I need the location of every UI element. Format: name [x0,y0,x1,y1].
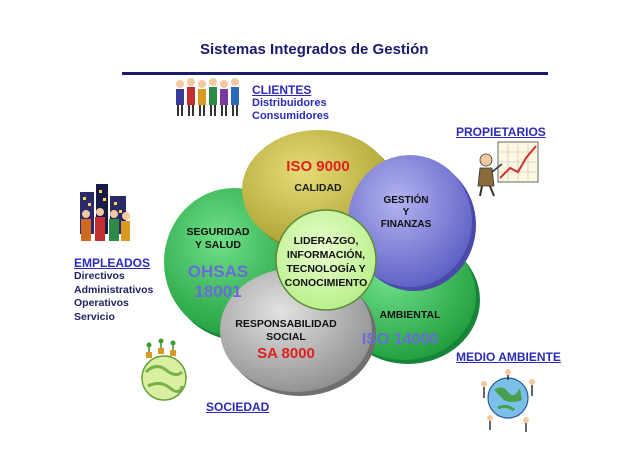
social-line-1: RESPONSABILIDAD [235,318,337,330]
center-line-3: TECNOLOGÍA Y [286,263,366,275]
center-label: LIDERAZGO, INFORMACIÓN, TECNOLOGÍA Y CON… [276,234,376,290]
center-line-1: LIDERAZGO, [293,235,359,247]
seguridad-line-1: SEGURIDAD [186,226,250,238]
page-title: Sistemas Integrados de Gestión [200,41,429,58]
center-line-4: CONOCIMIENTO [284,277,368,289]
gestion-line-1: GESTIÓN [383,195,429,206]
petal-gestion-face [348,155,472,287]
globe-people-icon [481,369,535,432]
propietarios-label: PROPIETARIOS [456,125,546,139]
medio-ambiente-label: MEDIO AMBIENTE [456,350,561,364]
social-standard: SA 8000 [257,345,315,362]
title-underline [122,72,548,75]
empleados-item-2: Administrativos [74,283,154,296]
center-circle [275,209,377,311]
empleados-label: EMPLEADOS [74,256,151,270]
clientes-label: CLIENTES [252,83,312,97]
empleados-item-1: Directivos [74,270,125,282]
seguridad-standard-line-1: OHSAS [187,262,249,281]
gestion-line-2: Y [402,207,410,218]
gestion-label: GESTIÓN Y FINANZAS [358,195,454,231]
empleados-item-3: Operativos [74,297,129,309]
people-group-icon [176,78,239,116]
sociedad-label: SOCIEDAD [206,400,270,414]
clientes-item-2: Consumidores [252,110,330,122]
calidad-standard: ISO 9000 [286,158,350,175]
seguridad-line-2: Y SALUD [195,239,241,251]
seguridad-standard-line-2: 18001 [194,282,242,301]
social-line-2: SOCIAL [266,331,306,343]
calidad-label: CALIDAD [294,182,342,194]
seguridad-label: SEGURIDAD Y SALUD [180,226,256,252]
seguridad-standard: OHSAS 18001 [180,262,256,302]
center-line-2: INFORMACIÓN, [286,249,366,261]
globe-plants-icon [141,338,187,401]
ambiental-standard: ISO 14000 [361,331,439,348]
gestion-line-3: FINANZAS [380,219,432,230]
clientes-item-1: Distribuidores [252,97,327,109]
clientes-group: CLIENTES Distribuidores Consumidores [252,83,329,123]
presenter-chart-icon [477,141,539,197]
ambiental-label: AMBIENTAL [379,309,441,321]
empleados-group: EMPLEADOS Directivos Administrativos Ope… [74,256,153,324]
workers-city-icon [80,184,130,241]
empleados-item-4: Servicio [74,310,115,323]
social-label: RESPONSABILIDAD SOCIAL [228,318,344,344]
